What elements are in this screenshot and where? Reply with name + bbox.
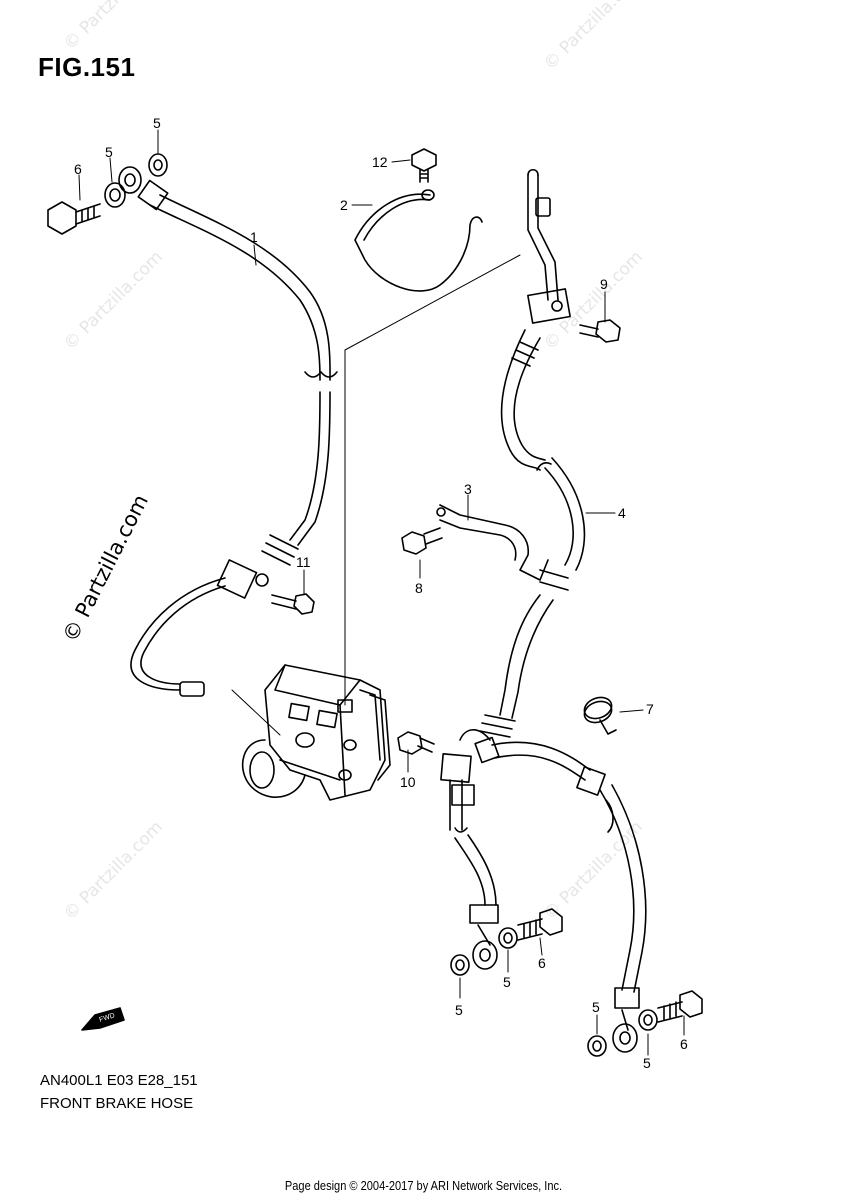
clamp-wire-2: [354, 189, 483, 292]
callout-leaders: [78, 129, 685, 1056]
banjo-bolt-6-lower-b: [657, 990, 703, 1023]
figure-title: FIG.151: [38, 52, 136, 82]
fwd-arrow-icon: [81, 1007, 125, 1031]
callout-7: 7: [646, 701, 654, 717]
callout-11: 11: [296, 554, 311, 570]
washer-5-lower-d: [638, 1009, 658, 1031]
lower-right-hose: [491, 741, 647, 1053]
callout-9: 9: [600, 276, 608, 292]
callout-2: 2: [340, 197, 348, 213]
callout-6: 6: [74, 161, 82, 177]
callout-8: 8: [415, 580, 423, 596]
callout-1: 1: [250, 229, 258, 245]
callout-5: 5: [455, 1002, 463, 1018]
lower-left-hose: [449, 779, 499, 970]
washer-5-upper-b: [148, 153, 168, 177]
junction-block: [440, 729, 500, 783]
washer-5-lower-a: [450, 954, 470, 976]
callout-12: 12: [372, 154, 388, 170]
callout-4: 4: [618, 505, 626, 521]
bolt-9: [579, 319, 621, 343]
banjo-bolt-6-lower-a: [517, 908, 563, 941]
bolt-12: [411, 148, 437, 183]
page-credit: Page design © 2004-2017 by ARI Network S…: [284, 1178, 563, 1193]
bolt-10: [397, 731, 435, 755]
washer-5-lower-c: [587, 1035, 607, 1057]
callout-5: 5: [153, 115, 161, 131]
leader-line: [231, 689, 281, 736]
bolt-11: [271, 593, 315, 615]
callout-5: 5: [105, 144, 113, 160]
leader-line: [344, 254, 521, 706]
callout-5: 5: [592, 999, 600, 1015]
hose-1: [118, 166, 338, 697]
banjo-bolt-6-upper: [47, 201, 101, 235]
fwd-label: FWD: [98, 1012, 115, 1024]
callout-3: 3: [464, 481, 472, 497]
bolt-8: [401, 527, 443, 555]
clip-7: [583, 696, 617, 735]
abs-unit: [241, 664, 391, 801]
callout-5: 5: [503, 974, 511, 990]
callout-labels: 1 2 3 4 5 5 5 5 5 5 6 6 6 7 8 9 10 11 12…: [74, 115, 688, 1071]
callout-10: 10: [400, 774, 416, 790]
washer-5-upper-a: [104, 182, 126, 208]
bracket-3: [436, 504, 549, 581]
model-code: AN400L1 E03 E28_151: [40, 1072, 198, 1089]
callout-6: 6: [680, 1036, 688, 1052]
washer-5-lower-b: [498, 927, 518, 949]
hose-4: [479, 168, 586, 738]
figure-caption: FRONT BRAKE HOSE: [40, 1095, 194, 1112]
callout-6: 6: [538, 955, 546, 971]
callout-5: 5: [643, 1055, 651, 1071]
